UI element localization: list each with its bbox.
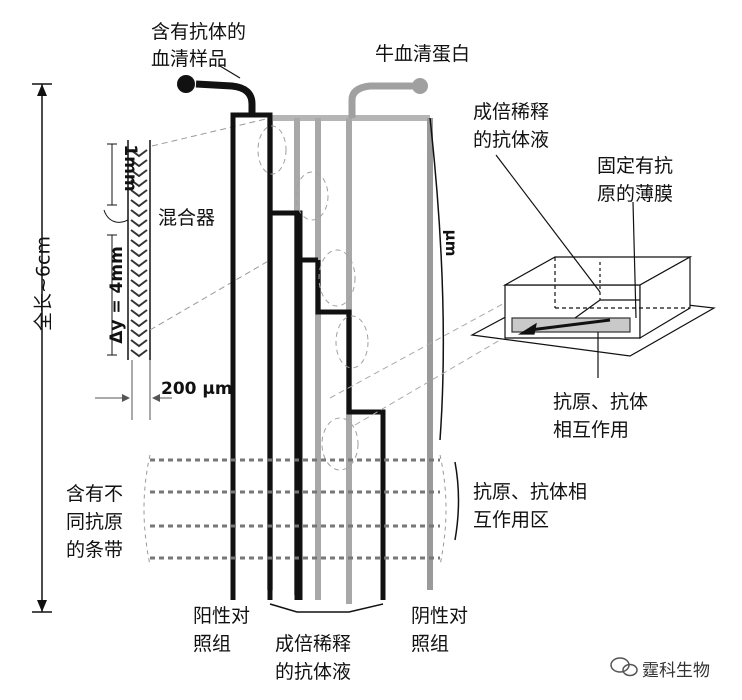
- dilution-bottom-label-1: 成倍稀释: [275, 633, 352, 655]
- mixer-dashed-circles: [257, 125, 369, 471]
- delta-y-label: Δy = 4mm: [107, 246, 127, 344]
- dilution-bottom-label-2: 的抗体液: [275, 661, 352, 683]
- um-label: μm: [442, 229, 460, 257]
- pointer-lines: [219, 65, 637, 378]
- mixer-chevron: [130, 199, 148, 208]
- antigen-bands-label-1: 含有不: [66, 483, 124, 505]
- mixer-chevron: [130, 209, 148, 218]
- ag-ab-interaction-label-2: 相互作用: [553, 419, 630, 441]
- mixer-chevron: [130, 249, 148, 258]
- antigen-bands: [150, 458, 440, 560]
- antigen-bands-brackets: [143, 454, 447, 566]
- watermark-text: 霆科生物: [642, 661, 710, 681]
- mixer-chevron: [130, 279, 148, 288]
- mixer-chevron: [130, 239, 148, 248]
- mixer-chevron: [130, 169, 148, 178]
- serum-sample-label-1: 含有抗体的: [151, 21, 247, 43]
- positive-control-label-2: 照组: [193, 633, 232, 655]
- mixer-chevron: [130, 289, 148, 298]
- dark-channels: [177, 75, 386, 600]
- mixer-label: 混合器: [158, 207, 216, 229]
- serial-dilution-top-label-1: 成倍稀释: [473, 101, 550, 123]
- mixer-chevron: [130, 179, 148, 188]
- mixer-chevron: [130, 269, 148, 278]
- negative-control-label-1: 阴性对: [411, 605, 469, 627]
- bracket-marks: [269, 117, 460, 613]
- mixer-chevron: [130, 189, 148, 198]
- mixer-chevron: [130, 329, 148, 338]
- ag-ab-zone-label-2: 互作用区: [473, 509, 550, 531]
- zoom-lines: [329, 299, 511, 426]
- mixer-chevron: [130, 149, 148, 158]
- fixed-antigen-membrane-label-2: 原的薄膜: [597, 183, 674, 205]
- mixer-chevrons: [130, 149, 148, 358]
- ag-ab-interaction-label-1: 抗原、抗体: [553, 391, 649, 413]
- mixer-chevron: [130, 309, 148, 318]
- mixer-chevron: [130, 159, 148, 168]
- mixer-zoom-detail: [95, 117, 271, 420]
- fixed-antigen-membrane-label-1: 固定有抗: [597, 155, 674, 177]
- mixer-chevron: [130, 349, 148, 358]
- antigen-bands-label-3: 的条带: [66, 539, 124, 561]
- serum-sample-label-2: 血清样品: [151, 48, 228, 70]
- ag-ab-zone-label-1: 抗原、抗体相: [473, 481, 588, 503]
- wechat-icon: [610, 657, 638, 677]
- bsa-label: 牛血清蛋白: [375, 43, 471, 65]
- width-200-label: 200 μm: [161, 379, 233, 399]
- antigen-bands-label-2: 同抗原: [66, 511, 124, 533]
- mixer-chevron: [130, 219, 148, 228]
- total-length-arrow: [32, 83, 52, 613]
- total-length-label: 全长~6cm: [32, 236, 55, 331]
- negative-control-label-2: 照组: [411, 633, 450, 655]
- membrane-box-3d: [470, 255, 716, 357]
- mixer-chevron: [130, 259, 148, 268]
- serial-dilution-top-label-2: 的抗体液: [473, 129, 550, 151]
- mixer-chevron: [130, 339, 148, 348]
- mixer-chevron: [130, 229, 148, 238]
- one-mm-label: 1mm: [120, 144, 140, 192]
- mixer-chevron: [130, 319, 148, 328]
- positive-control-label-1: 阳性对: [193, 605, 251, 627]
- mixer-chevron: [130, 299, 148, 308]
